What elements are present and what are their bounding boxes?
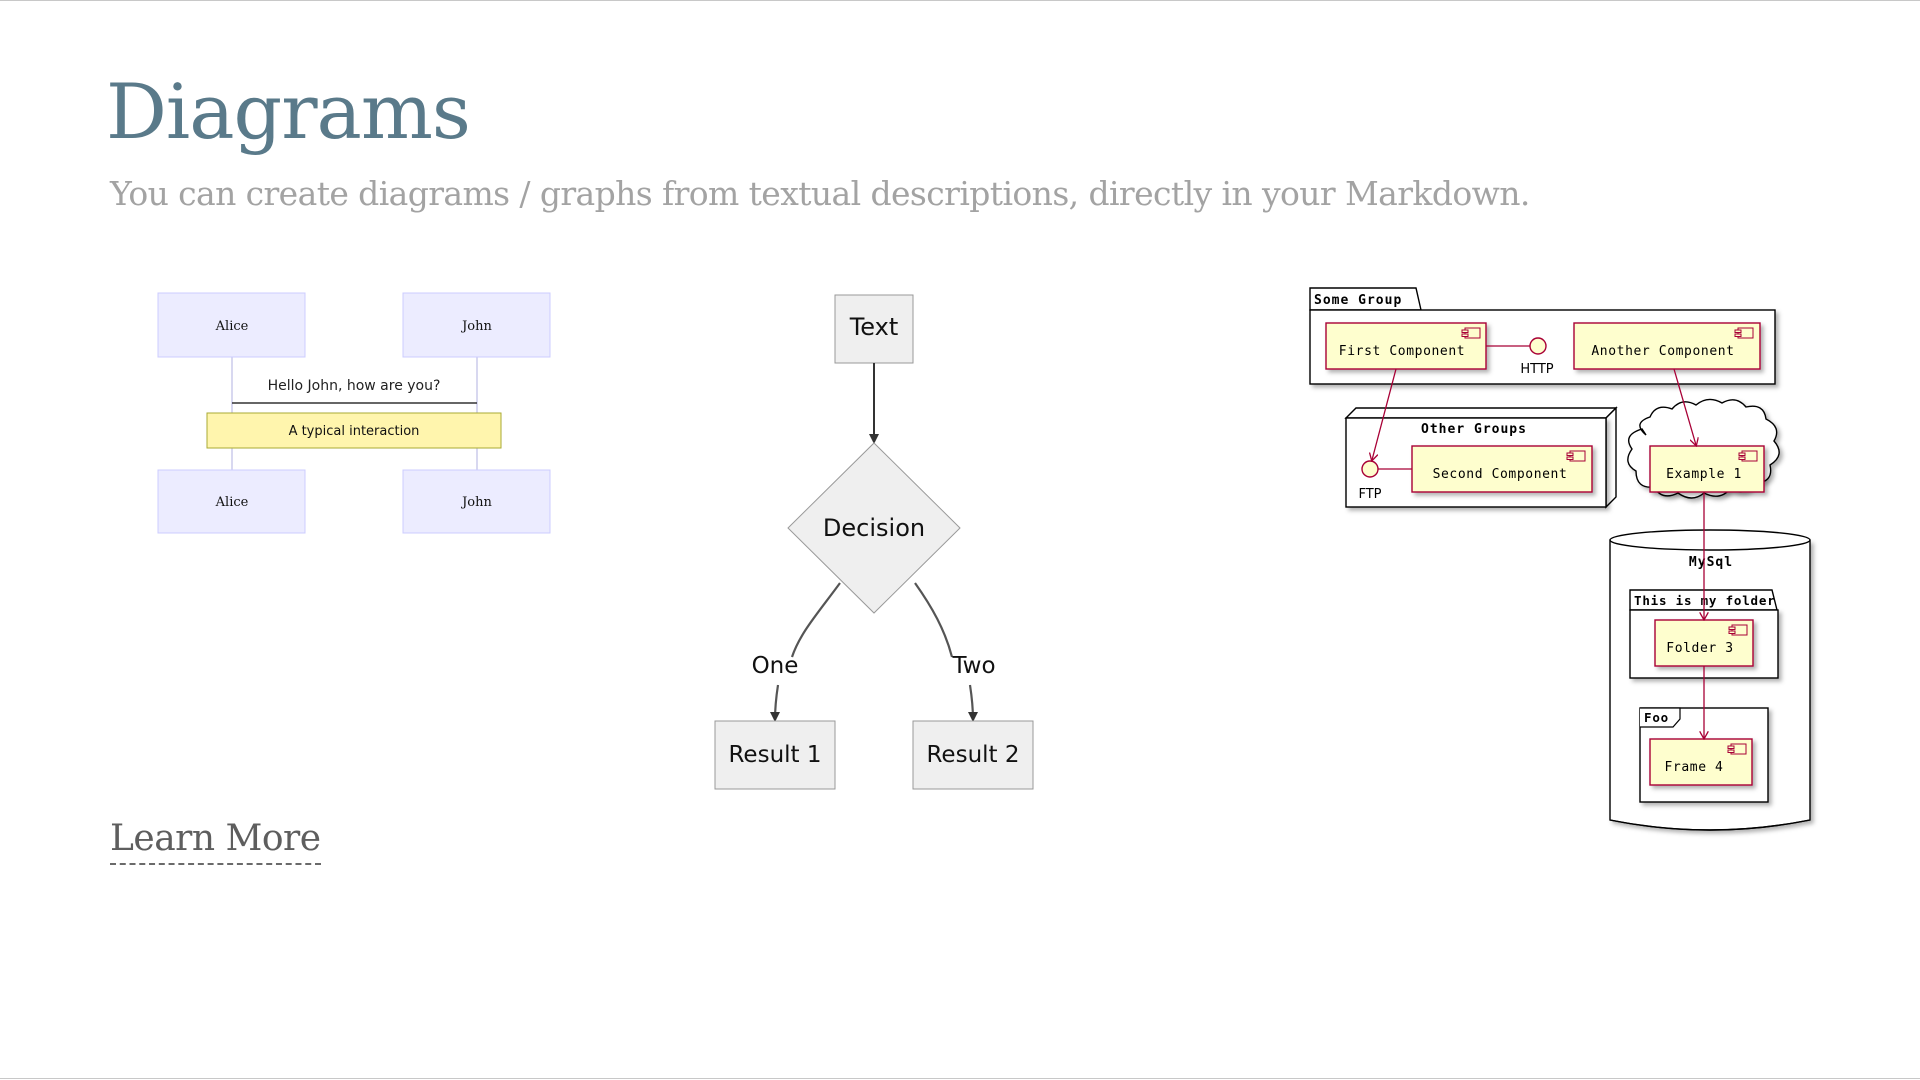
edge-one-upper (790, 582, 841, 658)
component-folder-3: Folder 3 (1654, 619, 1754, 667)
component-frame-4-label: Frame 4 (1665, 760, 1724, 775)
ftp-interface (1361, 460, 1379, 478)
component-first: First Component (1325, 322, 1487, 370)
bottom-rule (0, 1078, 1920, 1079)
learn-more-link[interactable]: Learn More (110, 818, 321, 865)
http-interface (1529, 337, 1547, 355)
edge-label-one: One (752, 653, 799, 679)
node-result-1-label: Result 1 (728, 742, 821, 768)
node-decision-label: Decision (823, 514, 925, 542)
component-example-1-label: Example 1 (1666, 467, 1742, 482)
node-other-groups-label: Other Groups (1421, 422, 1527, 437)
edge-label-two: Two (951, 653, 995, 679)
node-result-2-label: Result 2 (926, 742, 1019, 768)
actor-alice-bottom (157, 469, 306, 534)
actor-john-top-label: John (460, 319, 492, 334)
sequence-diagram: Alice John Hello John, how are you? A ty… (150, 285, 570, 550)
actor-john-bottom (402, 469, 551, 534)
arrow-another-to-example (1673, 368, 1696, 445)
component-example-1: Example 1 (1649, 445, 1765, 493)
flowchart-diagram: Text Decision One Two Result 1 Result 2 (700, 285, 1060, 820)
note-box (206, 412, 502, 449)
actor-alice-top (157, 292, 306, 358)
node-text-label: Text (849, 313, 899, 341)
component-second: Second Component (1411, 445, 1593, 493)
component-first-label: First Component (1339, 344, 1465, 359)
http-label: HTTP (1520, 362, 1553, 377)
node-result-1 (714, 720, 836, 790)
message-label: Hello John, how are you? (268, 378, 441, 394)
component-folder-3-label: Folder 3 (1666, 641, 1733, 656)
top-rule (0, 0, 1920, 1)
note-label: A typical interaction (289, 424, 420, 439)
component-another: Another Component (1573, 322, 1761, 370)
node-result-2 (912, 720, 1034, 790)
ftp-label: FTP (1358, 487, 1381, 502)
actor-john-top (402, 292, 551, 358)
component-another-label: Another Component (1591, 344, 1734, 359)
frame-foo-label: Foo (1644, 710, 1669, 725)
database-mysql-label: MySql (1689, 555, 1733, 570)
edge-two-upper (914, 582, 954, 658)
actor-alice-top-label: Alice (215, 319, 249, 334)
node-decision (787, 442, 961, 614)
edge-one-lower (770, 684, 781, 722)
actor-alice-bottom-label: Alice (215, 495, 249, 510)
component-second-label: Second Component (1433, 467, 1568, 482)
package-some-group-label: Some Group (1314, 293, 1402, 308)
folder-container-label: This is my folder (1634, 593, 1776, 608)
arrow-first-to-ftp (1372, 368, 1397, 460)
edge-two-lower (967, 684, 978, 722)
actor-john-bottom-label: John (460, 495, 492, 510)
page-subtitle: You can create diagrams / graphs from te… (110, 174, 1530, 213)
component-frame-4: Frame 4 (1649, 738, 1753, 786)
component-diagram: Some Group First Component HTTP Another … (1300, 280, 1820, 845)
page-title: Diagrams (106, 67, 471, 156)
